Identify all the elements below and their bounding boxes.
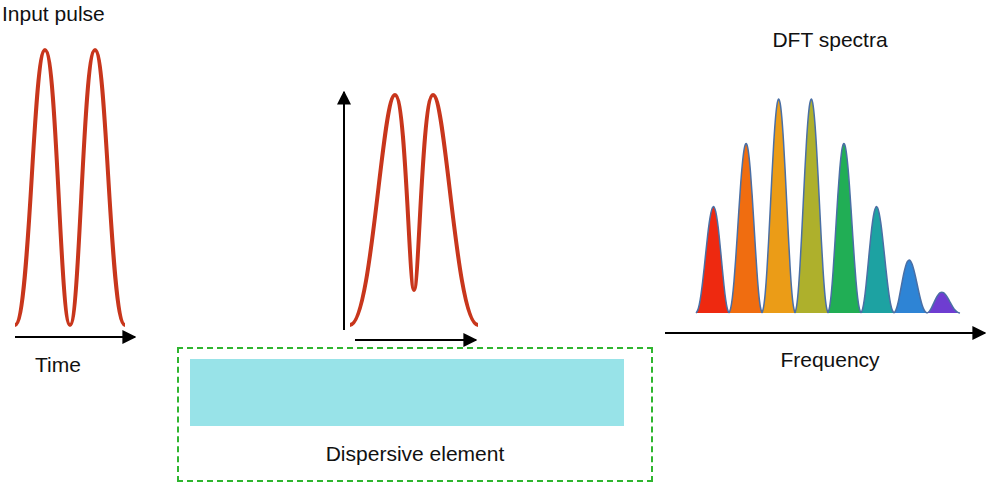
- fringe-outline: [828, 144, 861, 313]
- axis-label: Time: [35, 353, 81, 376]
- horizontal-axis: [355, 339, 476, 341]
- figure-title: Input pulse: [2, 2, 105, 25]
- fringe-outline: [762, 99, 795, 313]
- input-pulse-curve: [15, 50, 125, 325]
- fringe-lobe: [861, 207, 894, 313]
- fringe-outline: [729, 144, 762, 313]
- axis-label: Frequency: [780, 348, 879, 371]
- fringe-outline: [894, 260, 927, 313]
- fringe-lobe: [795, 99, 828, 313]
- vertical-axis: [343, 92, 345, 330]
- fringe-lobe: [828, 144, 861, 313]
- dispersive-medium: [190, 359, 624, 426]
- laser-beam: [30, 388, 760, 394]
- time-axis: [15, 336, 135, 338]
- dispersive-element-box: Dispersive element: [177, 347, 653, 482]
- fringe-lobe: [894, 260, 927, 313]
- beam-in-medium: [190, 388, 624, 394]
- fringe-outline: [927, 292, 960, 313]
- fringe-outline: [795, 99, 828, 313]
- fringe-lobe: [927, 292, 960, 313]
- figure-title: DFT spectra: [772, 28, 887, 51]
- interference-fringes: [696, 99, 960, 313]
- dispersed-pulse-curve: [350, 95, 478, 325]
- fringe-lobe: [696, 207, 729, 313]
- frequency-axis: [665, 332, 985, 334]
- fringe-lobe: [762, 99, 795, 313]
- fringe-outline: [861, 207, 894, 313]
- fringe-lobe: [729, 144, 762, 313]
- fringe-outline: [696, 207, 729, 313]
- node-label: Dispersive element: [179, 442, 651, 466]
